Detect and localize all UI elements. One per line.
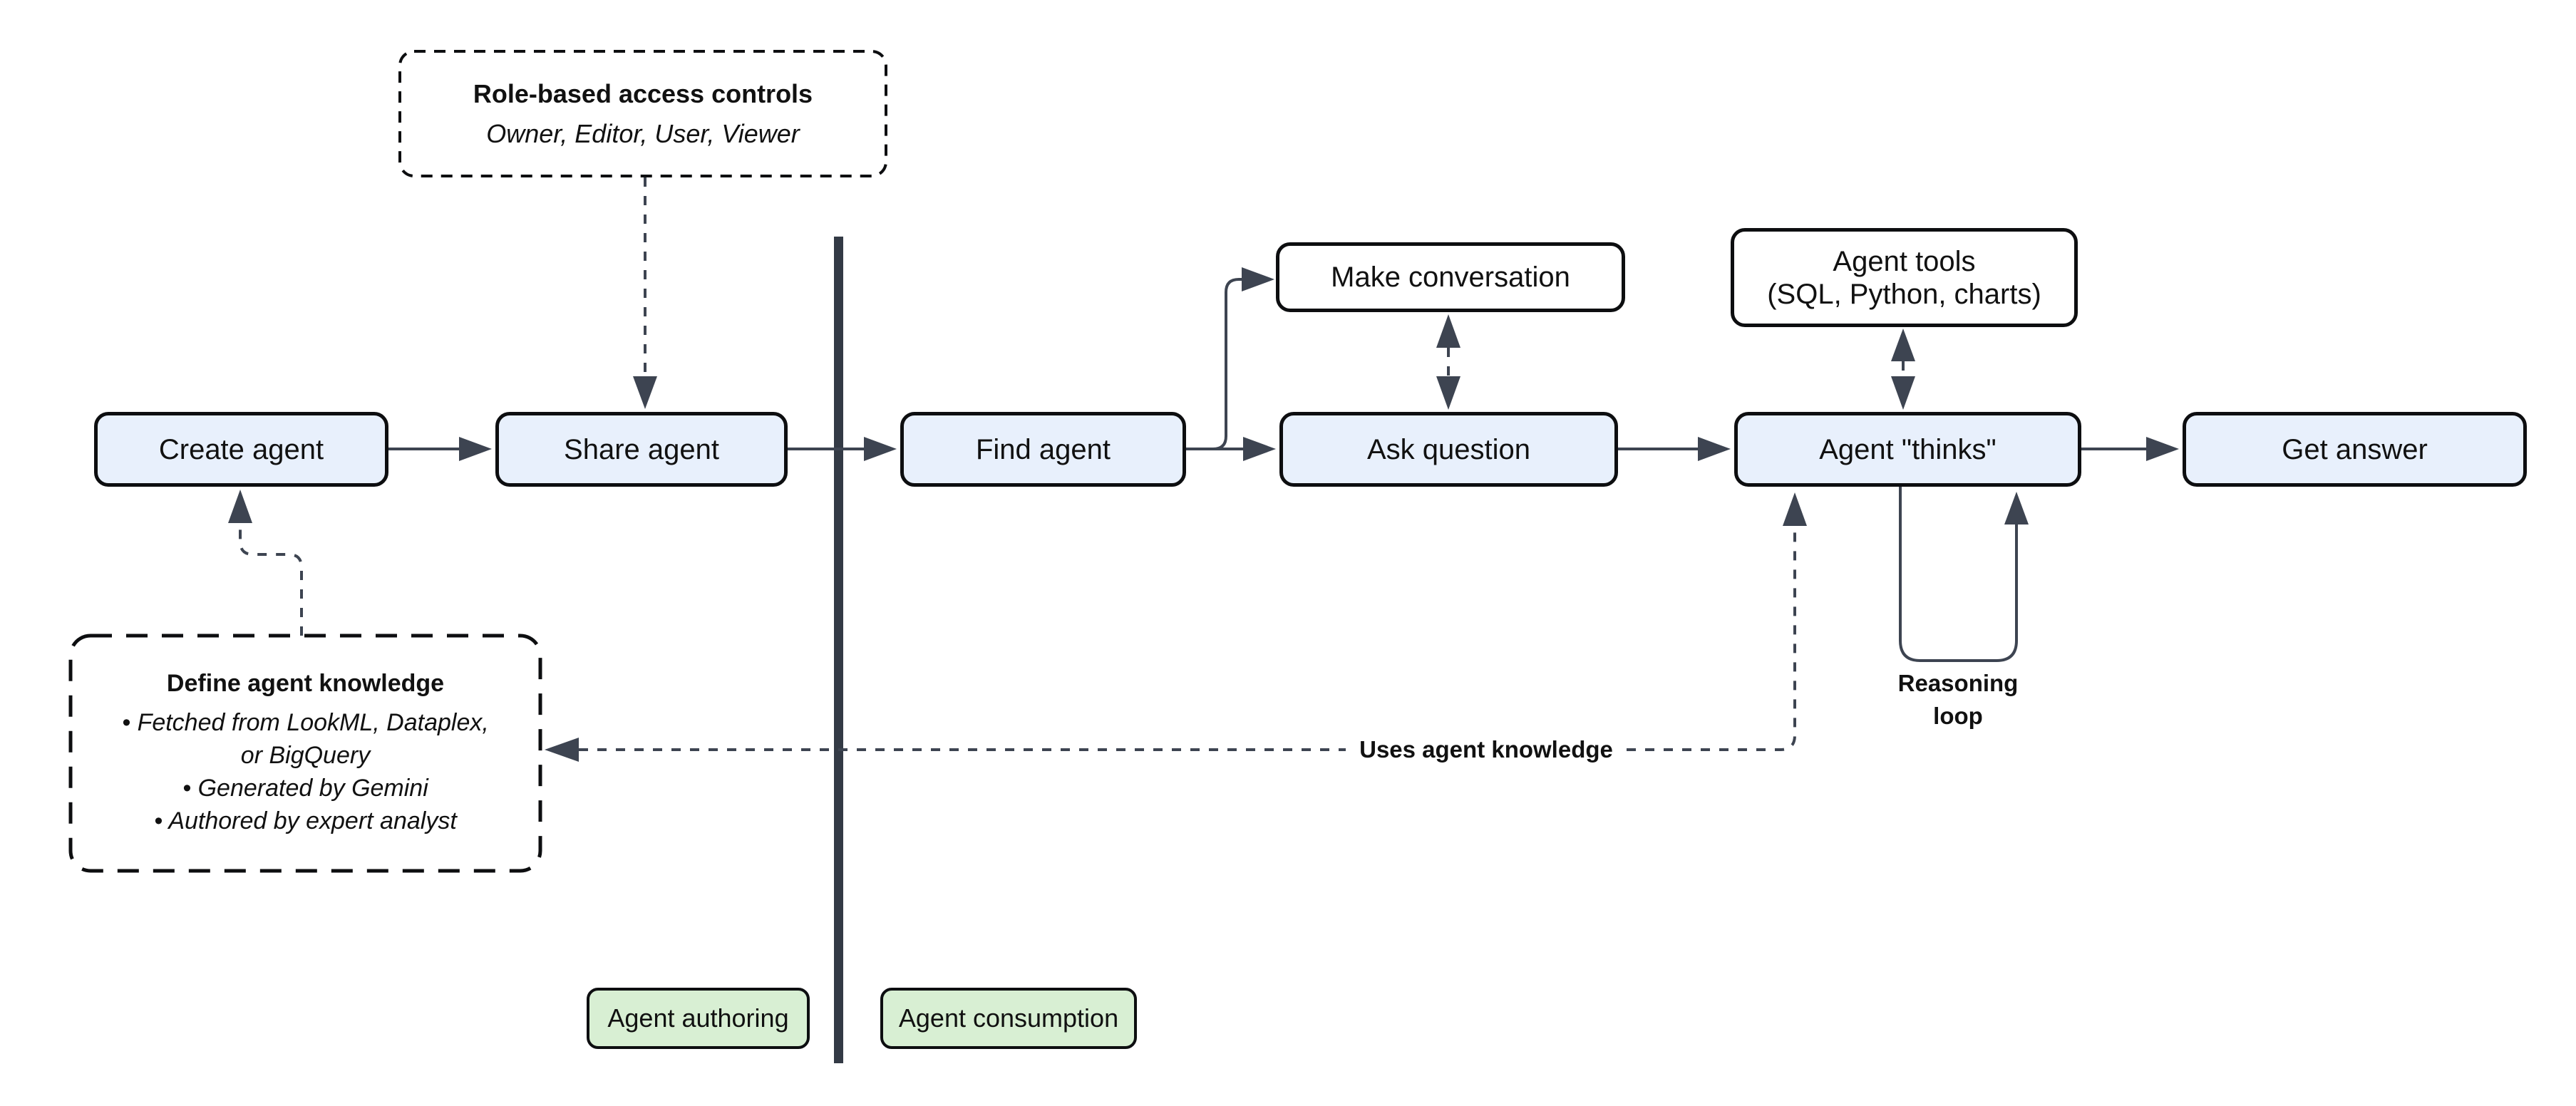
callout-rbac-title: Role-based access controls [473, 78, 813, 108]
zone-tag-agent-authoring-label: Agent authoring [607, 1003, 789, 1033]
edge-label-reasoning-loop: Reasoning loop [1880, 667, 2036, 733]
arrowhead-into-make-conversation [1242, 267, 1274, 291]
node-agent-tools-line1: Agent tools [1833, 245, 1976, 277]
arrowhead-conversation-down [1436, 376, 1460, 410]
node-make-conversation-label: Make conversation [1331, 262, 1570, 293]
edge-reasoning-loop [1899, 487, 2018, 662]
knowledge-bullet-2: Generated by Gemini [182, 772, 428, 805]
arrowhead-into-answer [2146, 437, 2179, 461]
knowledge-bullet-1: Fetched from LookML, Dataplex, or BigQue… [111, 706, 500, 772]
arrowhead-rbac-down [633, 376, 657, 409]
arrowhead-uses-knowledge-up [1783, 492, 1807, 526]
callout-rbac: Role-based access controls Owner, Editor… [400, 51, 886, 176]
arrowheads [228, 267, 2179, 762]
edge-knowledge-to-create [239, 523, 303, 636]
node-share-agent: Share agent [495, 412, 788, 487]
rbac-callout-border [398, 50, 887, 177]
node-find-agent: Find agent [900, 412, 1186, 487]
arrowhead-into-create [228, 490, 252, 523]
arrowhead-loop-up [2004, 492, 2029, 524]
node-ask-question-label: Ask question [1366, 433, 1531, 465]
zone-divider [834, 237, 843, 1063]
node-share-agent-label: Share agent [564, 433, 719, 465]
zone-tag-agent-consumption-label: Agent consumption [898, 1003, 1119, 1033]
arrowhead-conversation-up [1436, 314, 1460, 348]
arrowhead-into-share [459, 437, 492, 461]
callout-rbac-subtitle: Owner, Editor, User, Viewer [486, 118, 800, 148]
arrowhead-into-knowledge [545, 738, 579, 762]
node-agent-thinks: Agent "thinks" [1734, 412, 2081, 487]
arrowhead-into-find [864, 437, 897, 461]
arrowhead-into-ask [1243, 437, 1276, 461]
arrowhead-into-thinks [1698, 437, 1731, 461]
callout-define-knowledge: Define agent knowledge Fetched from Look… [71, 636, 540, 871]
zone-tag-agent-authoring: Agent authoring [587, 988, 810, 1049]
node-agent-tools: Agent tools (SQL, Python, charts) [1731, 228, 2078, 327]
node-make-conversation: Make conversation [1276, 242, 1625, 312]
arrowhead-tools-down [1891, 376, 1915, 410]
knowledge-callout-border [68, 634, 542, 873]
edge-label-reasoning-line1: Reasoning [1897, 670, 2019, 696]
node-agent-thinks-label: Agent "thinks" [1819, 433, 1997, 465]
arrowhead-tools-up [1891, 329, 1915, 361]
node-create-agent-label: Create agent [158, 433, 324, 465]
edge-uses-knowledge-right [1627, 526, 1796, 751]
node-agent-tools-line2: (SQL, Python, charts) [1767, 278, 2041, 310]
zone-tag-agent-consumption: Agent consumption [880, 988, 1137, 1049]
node-ask-question: Ask question [1279, 412, 1618, 487]
node-get-answer: Get answer [2183, 412, 2527, 487]
node-create-agent: Create agent [94, 412, 388, 487]
edge-label-reasoning-line2: loop [1933, 703, 1983, 729]
node-get-answer-label: Get answer [2282, 433, 2428, 465]
edge-find-to-make-conversation [1186, 278, 1242, 450]
callout-knowledge-title: Define agent knowledge [166, 669, 445, 697]
knowledge-bullet-3: Authored by expert analyst [154, 805, 456, 837]
edge-label-uses-knowledge: Uses agent knowledge [1346, 731, 1627, 768]
node-find-agent-label: Find agent [975, 433, 1111, 465]
